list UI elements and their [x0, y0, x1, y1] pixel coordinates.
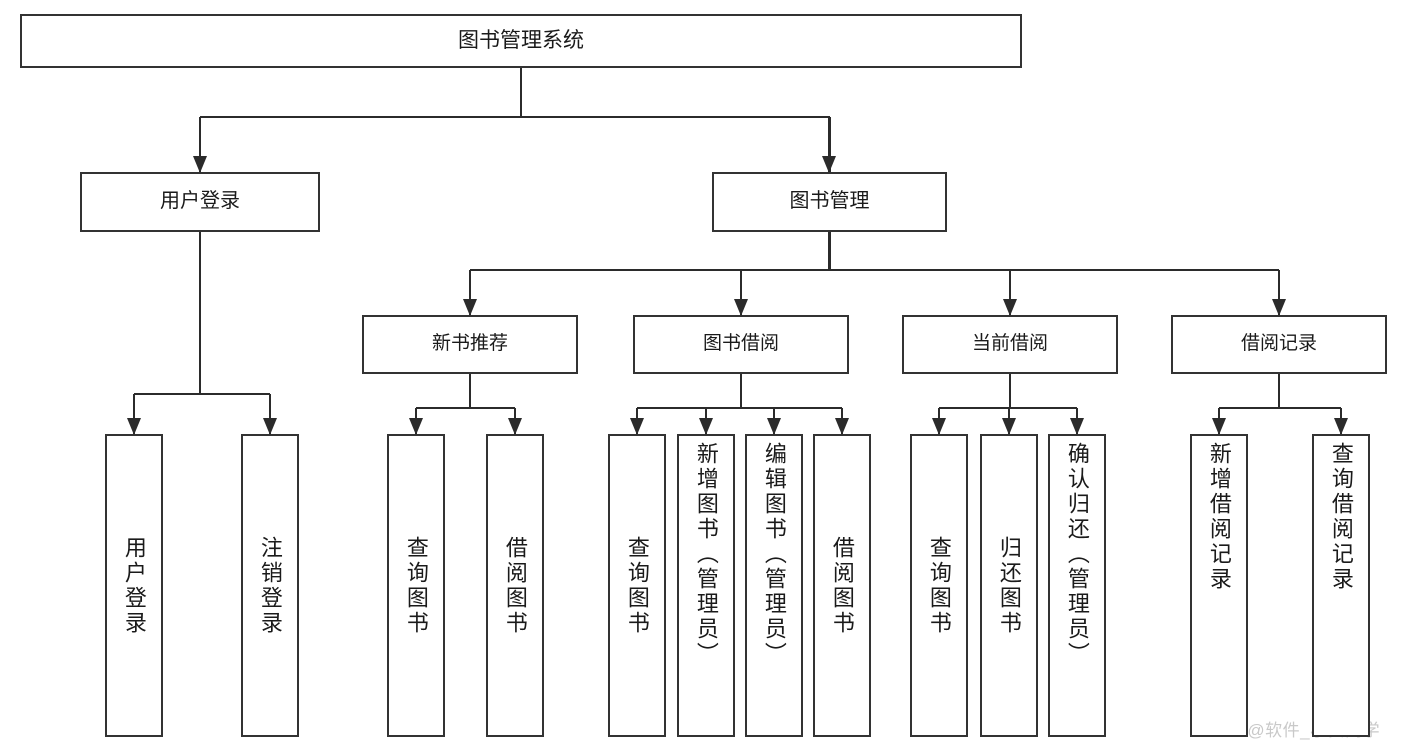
connector-l3-1-stem	[739, 374, 743, 408]
node-l2-用户登录-0[interactable]: 用户登录	[80, 172, 320, 232]
node-leaf-查询图书-4[interactable]: 查询图书	[608, 434, 666, 737]
connector-book-mgmt-drop	[1008, 270, 1012, 315]
node-label: 新增图书（管理员）	[693, 442, 719, 667]
node-label: 借阅图书	[502, 535, 528, 636]
node-label: 当前借阅	[971, 333, 1048, 355]
node-leaf-借阅图书-3[interactable]: 借阅图书	[486, 434, 544, 737]
node-label: 编辑图书（管理员）	[761, 442, 787, 667]
connector-login-drop	[268, 394, 272, 434]
node-label: 图书管理系统	[458, 28, 584, 52]
connector-login-bus	[134, 392, 270, 396]
node-leaf-用户登录-0[interactable]: 用户登录	[105, 434, 163, 737]
node-label: 新增借阅记录	[1206, 442, 1232, 592]
connector-book-mgmt-drop	[468, 270, 472, 315]
arrow-head-icon	[462, 299, 477, 316]
node-l3-新书推荐-0[interactable]: 新书推荐	[362, 315, 578, 374]
node-label: 借阅记录	[1240, 333, 1317, 355]
node-leaf-新增借阅记录-11[interactable]: 新增借阅记录	[1190, 434, 1248, 737]
arrow-head-icon	[698, 418, 713, 435]
node-leaf-查询图书-2[interactable]: 查询图书	[387, 434, 445, 737]
node-label: 注销登录	[257, 535, 283, 636]
node-label: 用户登录	[160, 190, 240, 213]
arrow-head-icon	[766, 418, 781, 435]
arrow-head-icon	[733, 299, 748, 316]
node-label: 图书管理	[789, 190, 870, 213]
connector-root-drop	[198, 117, 202, 172]
arrow-head-icon	[1271, 299, 1286, 316]
node-leaf-查询图书-8[interactable]: 查询图书	[910, 434, 968, 737]
arrow-head-icon	[408, 418, 423, 435]
node-label: 图书借阅	[702, 333, 779, 355]
node-label: 查询图书	[403, 535, 429, 636]
connector-l3-2-stem	[1008, 374, 1012, 408]
node-l3-当前借阅-2[interactable]: 当前借阅	[902, 315, 1118, 374]
node-leaf-归还图书-9[interactable]: 归还图书	[980, 434, 1038, 737]
connector-login-stem	[198, 232, 202, 394]
connector-root-bus	[200, 115, 830, 119]
node-label: 借阅图书	[829, 535, 855, 636]
node-label: 查询借阅记录	[1328, 442, 1354, 592]
node-label: 查询图书	[926, 535, 952, 636]
arrow-head-icon	[1001, 418, 1016, 435]
connector-l3-3-bus	[1219, 406, 1341, 410]
node-label: 新书推荐	[431, 333, 508, 355]
node-label: 查询图书	[624, 535, 650, 636]
arrow-head-icon	[1002, 299, 1017, 316]
arrow-head-icon	[1333, 418, 1348, 435]
connector-book-mgmt-stem	[828, 232, 831, 270]
arrow-head-icon	[507, 418, 522, 435]
arrow-head-icon	[834, 418, 849, 435]
node-leaf-查询借阅记录-12[interactable]: 查询借阅记录	[1312, 434, 1370, 737]
node-leaf-新增图书管理员-5[interactable]: 新增图书（管理员）	[677, 434, 735, 737]
arrow-head-icon	[931, 418, 946, 435]
node-leaf-确认归还管理员-10[interactable]: 确认归还（管理员）	[1048, 434, 1106, 737]
arrow-head-icon	[192, 156, 207, 173]
connector-root-drop	[828, 117, 831, 172]
node-leaf-借阅图书-7[interactable]: 借阅图书	[813, 434, 871, 737]
arrow-head-icon	[126, 418, 141, 435]
connector-login-drop	[132, 394, 136, 434]
connector-root-stem	[519, 68, 523, 117]
node-label: 确认归还（管理员）	[1064, 442, 1090, 667]
node-leaf-编辑图书管理员-6[interactable]: 编辑图书（管理员）	[745, 434, 803, 737]
node-label: 归还图书	[996, 535, 1022, 636]
node-leaf-注销登录-1[interactable]: 注销登录	[241, 434, 299, 737]
arrow-head-icon	[1069, 418, 1084, 435]
connector-l3-0-stem	[468, 374, 472, 408]
connector-l3-1-bus	[637, 406, 842, 410]
arrow-head-icon	[262, 418, 277, 435]
arrow-head-icon	[629, 418, 644, 435]
connector-book-mgmt-bus	[470, 268, 1279, 272]
connector-l3-0-bus	[416, 406, 515, 410]
connector-book-mgmt-drop	[1277, 270, 1281, 315]
node-root-图书管理系统[interactable]: 图书管理系统	[20, 14, 1022, 68]
node-l2-图书管理-1[interactable]: 图书管理	[712, 172, 947, 232]
arrow-head-icon	[822, 156, 836, 173]
node-label: 用户登录	[121, 535, 147, 636]
node-l3-图书借阅-1[interactable]: 图书借阅	[633, 315, 849, 374]
arrow-head-icon	[1211, 418, 1226, 435]
node-l3-借阅记录-3[interactable]: 借阅记录	[1171, 315, 1387, 374]
connector-l3-3-stem	[1277, 374, 1281, 408]
connector-book-mgmt-drop	[739, 270, 743, 315]
